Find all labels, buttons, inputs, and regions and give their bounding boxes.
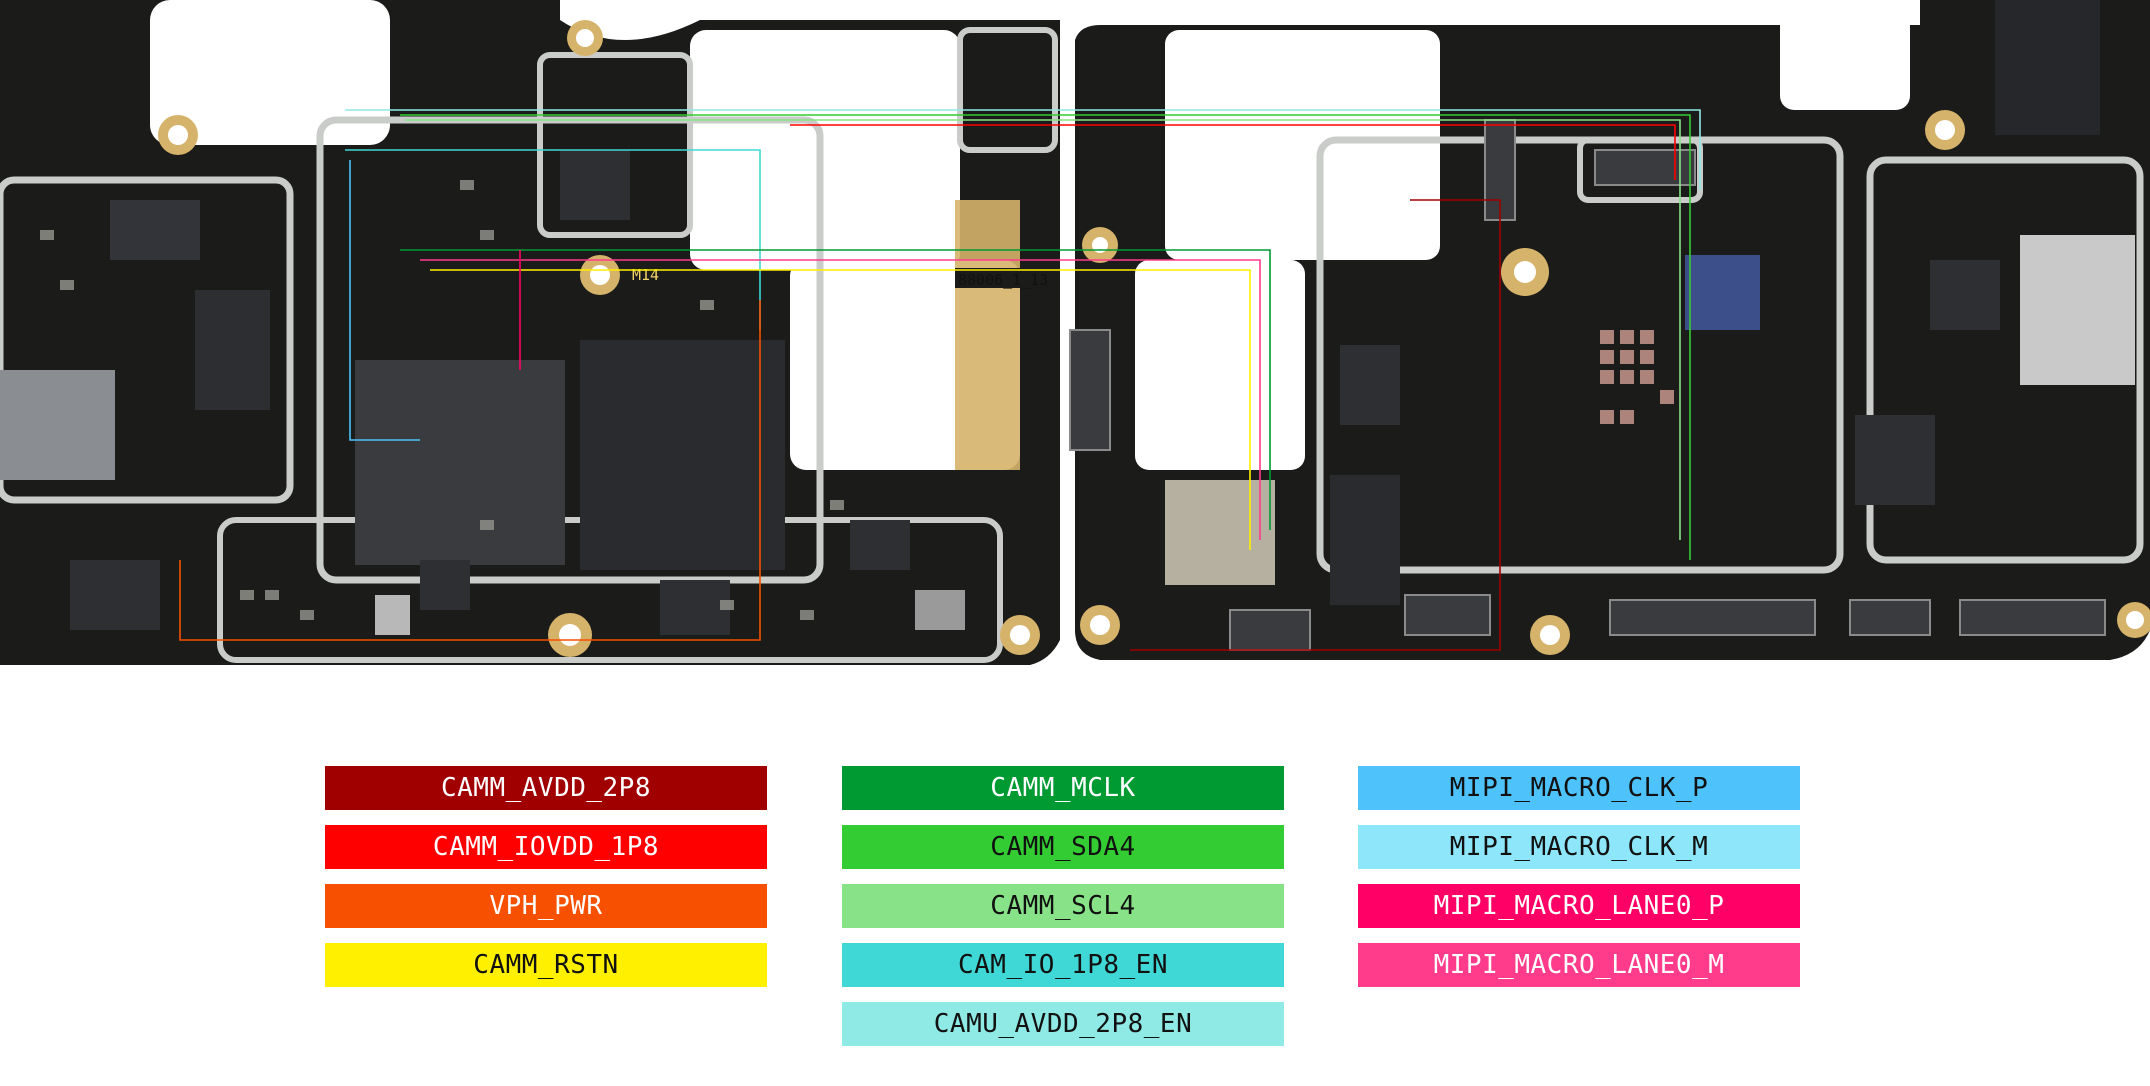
- legend-item-mipi-macro-lane0-p: MIPI_MACRO_LANE0_P: [1358, 884, 1800, 928]
- label-part-number: 88006_1_13: [958, 271, 1048, 289]
- signal-traces: [179, 109, 1701, 651]
- right-board: [1069, 0, 2150, 660]
- legend-item-camm-scl4: CAMM_SCL4: [842, 884, 1284, 928]
- legend-item-camm-mclk: CAMM_MCLK: [842, 766, 1284, 810]
- legend-item-mipi-macro-clk-p: MIPI_MACRO_CLK_P: [1358, 766, 1800, 810]
- pcb-board-photo: M14 88006_1_13: [0, 0, 2150, 665]
- legend-item-mipi-macro-clk-m: MIPI_MACRO_CLK_M: [1358, 825, 1800, 869]
- left-board: M14 88006_1_13: [0, 0, 1060, 665]
- legend-item-camm-rstn: CAMM_RSTN: [325, 943, 767, 987]
- legend-column-mipi: MIPI_MACRO_CLK_P MIPI_MACRO_CLK_M MIPI_MAC…: [1358, 766, 1800, 1002]
- legend-item-cam-io-1p8-en: CAM_IO_1P8_EN: [842, 943, 1284, 987]
- label-m14: M14: [632, 266, 659, 284]
- legend-item-camu-avdd-2p8-en: CAMU_AVDD_2P8_EN: [842, 1002, 1284, 1046]
- legend-item-mipi-macro-lane0-m: MIPI_MACRO_LANE0_M: [1358, 943, 1800, 987]
- legend-item-camm-iovdd-1p8: CAMM_IOVDD_1P8: [325, 825, 767, 869]
- legend-item-camm-sda4: CAMM_SDA4: [842, 825, 1284, 869]
- legend-item-vph-pwr: VPH_PWR: [325, 884, 767, 928]
- legend-item-camm-avdd-2p8: CAMM_AVDD_2P8: [325, 766, 767, 810]
